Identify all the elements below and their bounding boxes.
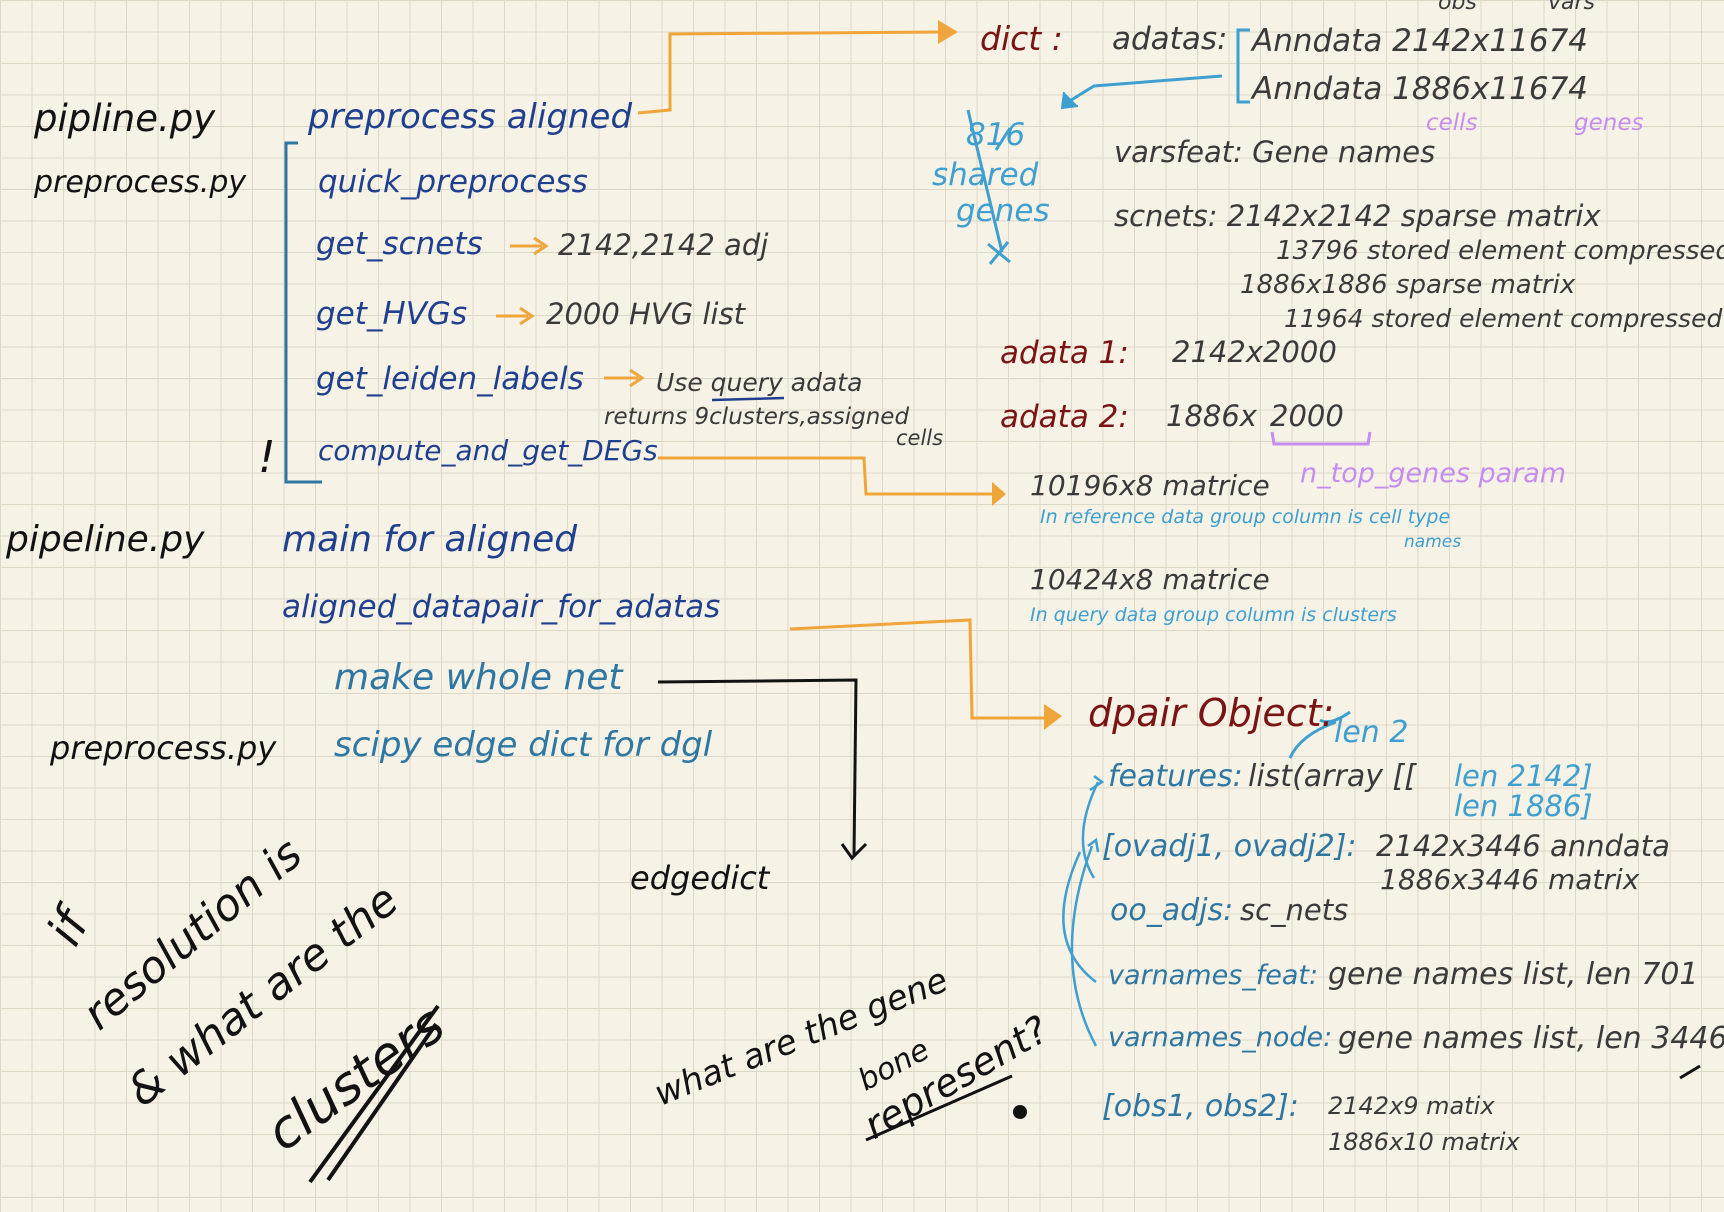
scnets-line-4: 11964 stored element compressed: [1284, 304, 1723, 333]
arrow-shared-genes: [1067, 74, 1223, 104]
n-top-genes-param: n_top_genes param: [1300, 458, 1567, 489]
features-len-1: len 2142]: [1454, 759, 1593, 793]
len2-label: len 2: [1334, 715, 1409, 750]
ovadj-value-2: 1886x3446 matrix: [1380, 863, 1640, 896]
edgedict-label: edgedict: [630, 859, 770, 897]
get-leiden-labels-label: get_leiden_labels: [316, 361, 584, 397]
scnets-line-2: 13796 stored element compressed: [1276, 236, 1724, 266]
features-len-2: len 1886]: [1454, 789, 1593, 823]
deg-matrix-1-note-b: names: [1404, 532, 1462, 552]
ovadj-value-1: 2142x3446 anndata: [1376, 829, 1670, 863]
adatas-label: adatas:: [1112, 21, 1228, 57]
varnames-feat-value: gene names list, len 701: [1328, 957, 1699, 992]
get-scnets-output: 2142,2142 adj: [558, 228, 769, 262]
preprocess-py-label: preprocess.py: [34, 165, 247, 200]
varnames-node-value: gene names list, len 3446: [1338, 1021, 1724, 1056]
scnets-line-1: scnets: 2142x2142 sparse matrix: [1114, 199, 1601, 233]
arrow-degs: [658, 456, 1000, 496]
adata2-value-a: 1886x: [1166, 399, 1257, 433]
n-top-genes-brace: [1270, 431, 1372, 446]
aligned-datapair-label: aligned_datapair_for_adatas: [282, 589, 721, 625]
main-for-aligned-label: main for aligned: [282, 519, 578, 560]
deg-matrix-1: 10196x8 matrice: [1030, 469, 1270, 502]
shared-genes-count: 816: [966, 117, 1026, 153]
obs-pair-value-1: 2142x9 matix: [1328, 1092, 1495, 1120]
adatas-bracket: [1236, 28, 1250, 104]
genes-label: genes: [1574, 110, 1644, 136]
obs-pair-label: [obs1, obs2]:: [1102, 1089, 1299, 1124]
deg-matrix-1-note-a: In reference data group column is cell t…: [1040, 506, 1451, 528]
represent-underline: [865, 1074, 1013, 1142]
query-underline: [711, 396, 785, 402]
oo-adjs-value: sc_nets: [1240, 893, 1349, 927]
cells-label: cells: [1426, 110, 1478, 136]
varnames-feat-label: varnames_feat:: [1108, 960, 1319, 991]
anndata-2: Anndata 1886x11674: [1252, 71, 1589, 107]
scipy-edge-dict-label: scipy edge dict for dgl: [334, 725, 713, 765]
quick-preprocess-label: quick_preprocess: [318, 164, 588, 200]
get-scnets-label: get_scnets: [316, 226, 483, 262]
function-list-bracket: [284, 141, 322, 484]
leiden-note-2: returns 9clusters,assigned: [604, 404, 910, 430]
pipeline-py-label-2: pipeline.py: [6, 519, 205, 560]
arrow-to-dict: [637, 30, 941, 115]
shared-genes-label-2: genes: [956, 193, 1050, 229]
oo-adjs-label: oo_adjs:: [1110, 893, 1234, 928]
dict-label: dict :: [980, 19, 1063, 58]
dpair-curves: [1062, 781, 1100, 1047]
deg-matrix-2: 10424x8 matrice: [1030, 563, 1270, 596]
get-hvgs-label: get_HVGs: [316, 296, 468, 332]
varsfeat-line: varsfeat: Gene names: [1114, 135, 1436, 169]
shared-genes-strike: [966, 109, 1004, 253]
preprocess-aligned-label: preprocess aligned: [308, 97, 633, 137]
exclamation-mark: !: [258, 432, 276, 483]
deg-matrix-2-note: In query data group column is clusters: [1030, 604, 1397, 626]
vars-label: vars: [1548, 0, 1596, 15]
clusters-strike: [308, 1004, 440, 1184]
obs-pair-value-2: 1886x10 matrix: [1328, 1128, 1520, 1156]
anndata-1: Anndata 2142x11674: [1252, 23, 1589, 59]
adata2-value-b: 2000: [1270, 399, 1344, 433]
ovadj-label: [ovadj1, ovadj2]:: [1102, 829, 1357, 864]
get-hvgs-output: 2000 HVG list: [546, 297, 745, 331]
features-label: features:: [1108, 759, 1243, 794]
compute-and-get-degs-label: compute_and_get_DEGs: [318, 434, 658, 467]
adata1-label: adata 1:: [1000, 335, 1129, 371]
len2-arrow: [1319, 710, 1351, 724]
make-whole-net-label: make whole net: [334, 657, 623, 698]
varnames-node-label: varnames_node:: [1108, 1022, 1333, 1053]
arrow-to-dict-head: [938, 20, 958, 44]
dpair-object-title: dpair Object:: [1088, 691, 1335, 735]
arrow-edgedict: [657, 678, 858, 857]
adata2-label: adata 2:: [1000, 399, 1129, 435]
adata1-value: 2142x2000: [1172, 335, 1337, 369]
obs-label: obs: [1438, 0, 1477, 15]
arrow-dpair: [789, 618, 1052, 720]
preprocess-py-label-2: preprocess.py: [50, 729, 277, 767]
leiden-note-3: cells: [896, 426, 944, 450]
pipeline-py-label: pipline.py: [34, 97, 216, 140]
leiden-note-1: Use query adata: [656, 368, 863, 397]
shared-genes-label-1: shared: [932, 157, 1039, 193]
scnets-line-3: 1886x1886 sparse matrix: [1240, 270, 1576, 300]
features-value: list(array [[: [1248, 759, 1416, 794]
